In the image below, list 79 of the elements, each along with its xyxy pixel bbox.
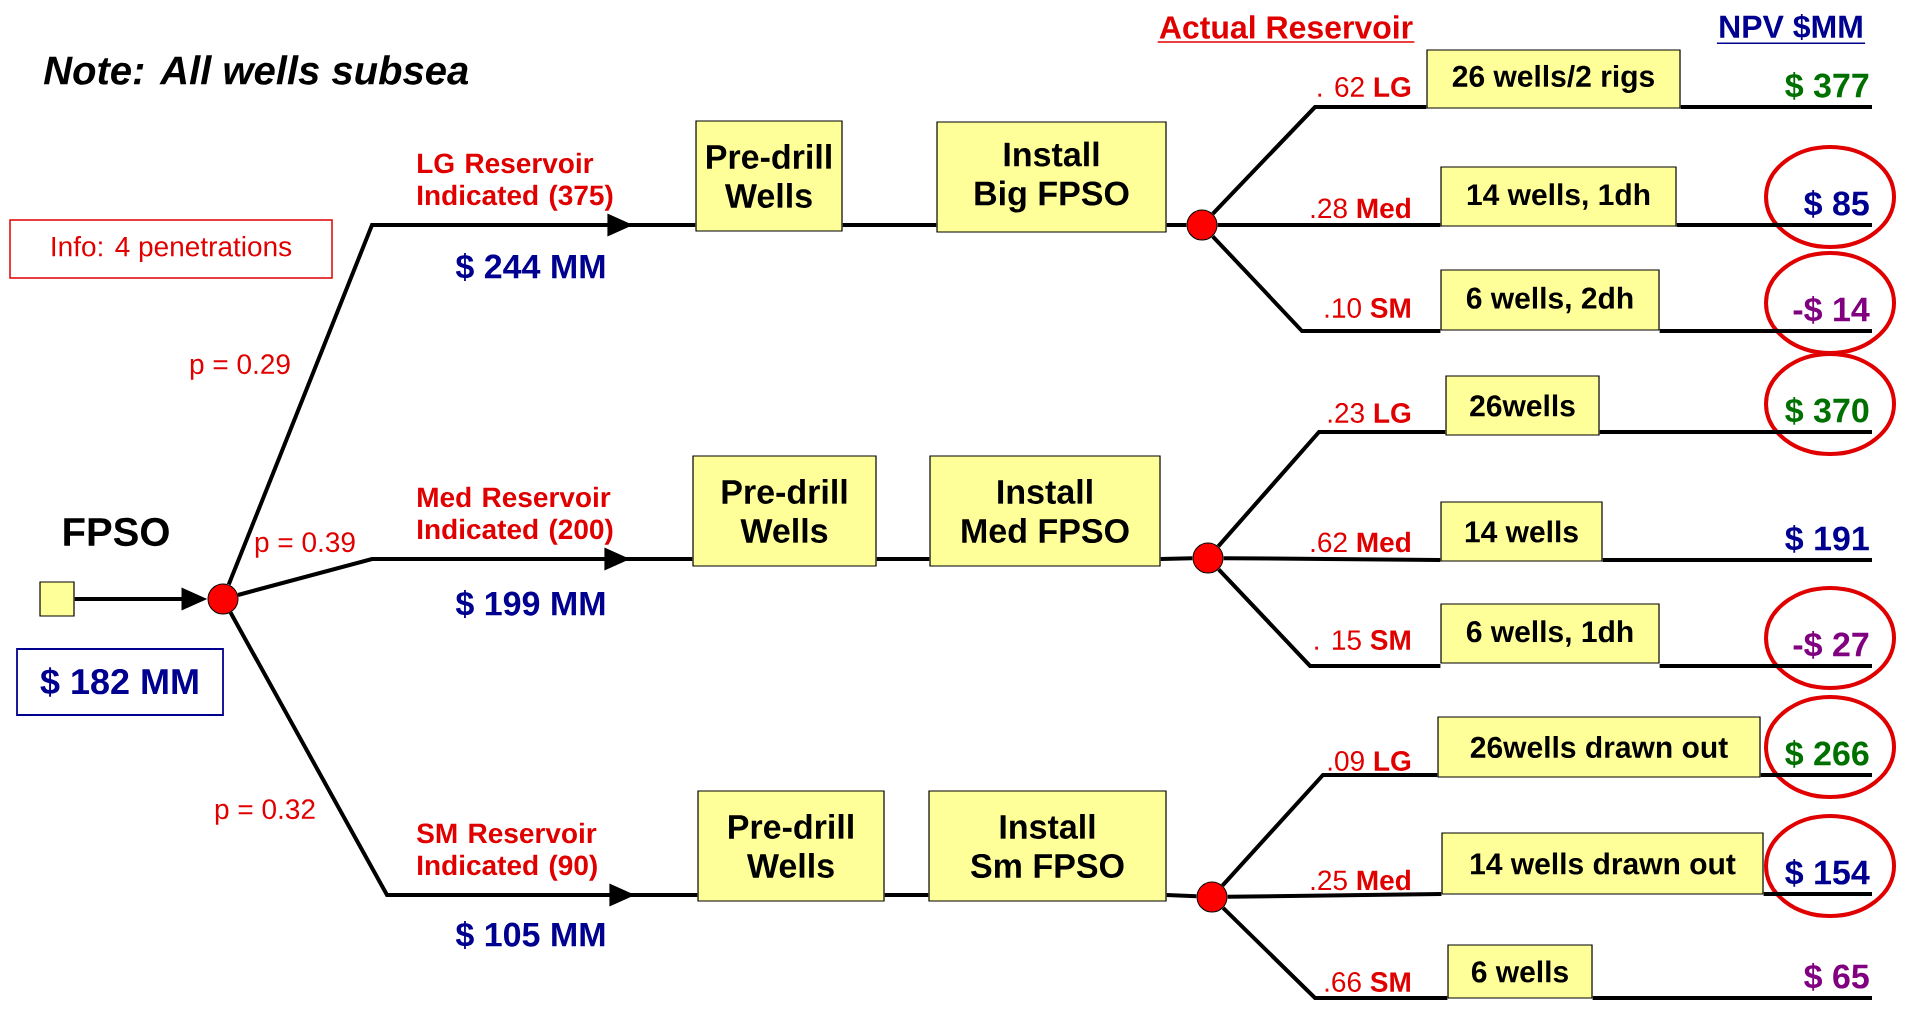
column-header: Actual Reservoir xyxy=(1156,15,1416,43)
probability-label: p = 0.32 xyxy=(215,799,315,825)
expected-value: $ 244 MM xyxy=(455,253,605,281)
branch-line xyxy=(1217,567,1441,668)
branch-line xyxy=(1211,105,1427,216)
probability-label: p = 0.29 xyxy=(190,354,290,380)
branch-line xyxy=(1763,892,1872,896)
npv-value: $ 370 xyxy=(1785,397,1869,425)
edge-label: .62 Med xyxy=(1311,531,1410,553)
edge-label: .10 SM xyxy=(1325,298,1410,318)
npv-value: $ 65 xyxy=(1804,963,1869,991)
npv-value: $ 377 xyxy=(1785,72,1869,100)
branch-line xyxy=(1227,892,1442,899)
branch-line xyxy=(1592,996,1872,1000)
branch-line xyxy=(1160,556,1193,561)
branch-line xyxy=(1211,234,1441,333)
edge-label: LG Reservoir Indicated (375) xyxy=(418,152,613,211)
action-box: 6 wells, 1dh xyxy=(1440,603,1660,664)
branch-line xyxy=(1602,558,1872,562)
action-box: Install Med FPSO xyxy=(929,455,1161,567)
edge-label: Med Reservoir Indicated (200) xyxy=(418,486,613,545)
node-caption: FPSO xyxy=(64,517,169,547)
edge-label: .28 Med xyxy=(1311,197,1410,219)
expected-value: $ 199 MM xyxy=(455,590,605,618)
branch-line xyxy=(884,893,929,897)
chance-node xyxy=(1192,542,1224,574)
edge-label: SM Reservoir Indicated (90) xyxy=(417,822,597,881)
branch-line xyxy=(1659,664,1872,668)
chance-node xyxy=(207,583,239,615)
edge-label: . 62 LG xyxy=(1318,77,1411,97)
action-box: Pre-drill Wells xyxy=(697,790,885,902)
action-box: 14 wells, 1dh xyxy=(1440,166,1677,227)
branch-line xyxy=(1659,329,1872,333)
expected-value: $ 105 MM xyxy=(455,921,605,949)
column-header: NPV $MM xyxy=(1716,13,1866,44)
decision-square xyxy=(39,581,75,617)
edge-label: .09 LG xyxy=(1328,751,1411,771)
branch-line xyxy=(1220,773,1438,887)
branch-line xyxy=(842,223,937,227)
chance-node xyxy=(1196,881,1228,913)
branch-line xyxy=(1680,105,1872,109)
edge-label: .25 Med xyxy=(1311,869,1410,891)
branch-line xyxy=(1217,223,1441,227)
action-box: Pre-drill Wells xyxy=(695,120,843,232)
action-box: Install Sm FPSO xyxy=(928,790,1167,902)
branch-line xyxy=(1221,906,1448,1000)
action-box: 6 wells, 2dh xyxy=(1440,269,1660,331)
npv-value: -$ 14 xyxy=(1793,296,1870,324)
branch-line xyxy=(1166,893,1197,899)
action-box: 26wells drawn out xyxy=(1437,716,1761,778)
npv-value: $ 85 xyxy=(1804,190,1869,218)
note-box: Info: 4 penetrations xyxy=(9,219,333,279)
branch-line xyxy=(876,557,930,561)
branch-line xyxy=(1676,223,1872,227)
npv-value: $ 191 xyxy=(1785,525,1869,553)
action-box: 14 wells drawn out xyxy=(1441,832,1764,895)
npv-value: $ 266 xyxy=(1785,740,1869,768)
action-box: Install Big FPSO xyxy=(936,121,1167,233)
arrow xyxy=(237,547,693,597)
action-box: 6 wells xyxy=(1447,944,1593,999)
probability-label: p = 0.39 xyxy=(255,532,355,558)
title: Note: All wells subsea xyxy=(43,55,469,85)
action-box: 14 wells xyxy=(1440,501,1603,562)
npv-value: -$ 27 xyxy=(1793,631,1869,659)
edge-label: .66 SM xyxy=(1325,972,1410,992)
edge-label: . 15 SM xyxy=(1315,630,1410,650)
branch-line xyxy=(1599,430,1872,434)
action-box: 26wells xyxy=(1445,375,1600,436)
branch-line xyxy=(1166,223,1187,227)
chance-node xyxy=(1186,209,1218,241)
value-box: $ 182 MM xyxy=(16,648,224,716)
action-box: Pre-drill Wells xyxy=(692,455,877,567)
branch-line xyxy=(1216,430,1446,548)
edge-label: .23 LG xyxy=(1328,403,1411,423)
arrow xyxy=(226,213,696,586)
action-box: 26 wells/2 rigs xyxy=(1426,49,1681,109)
branch-line xyxy=(1223,556,1441,562)
branch-line xyxy=(1760,773,1872,777)
npv-value: $ 154 xyxy=(1785,859,1870,887)
